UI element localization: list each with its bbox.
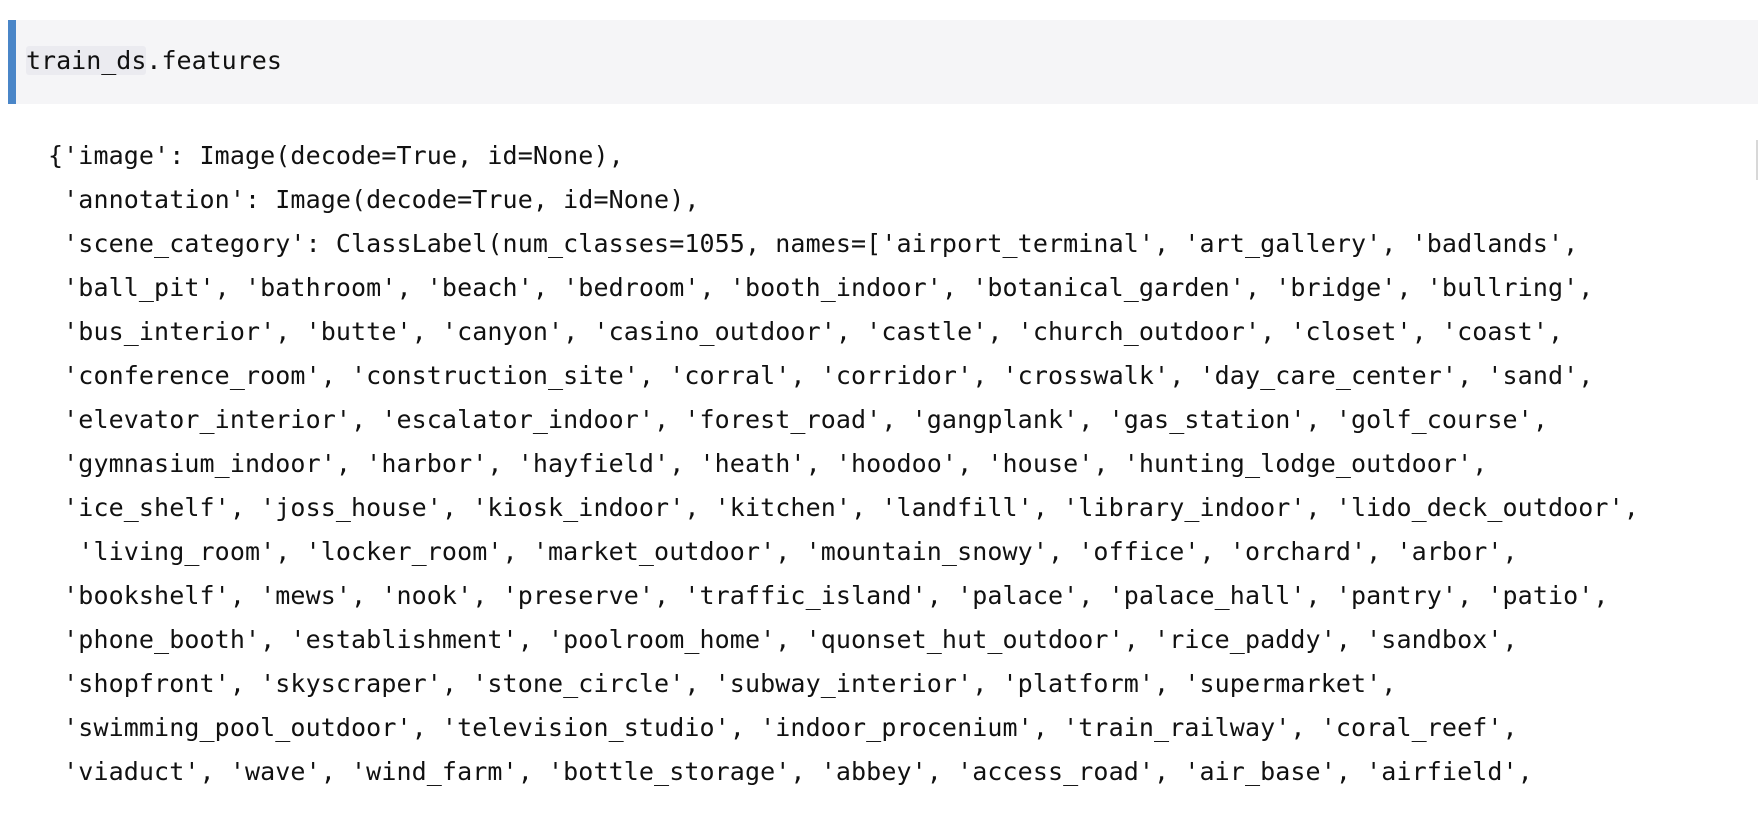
output-line: 'gymnasium_indoor', 'harbor', 'hayfield'… (48, 449, 1488, 478)
variable-highlight: train_ds (26, 46, 147, 75)
cell-output: {'image': Image(decode=True, id=None), '… (48, 134, 1738, 824)
output-line: {'image': Image(decode=True, id=None), (48, 141, 624, 170)
cell-selection-marker (8, 20, 16, 104)
output-scrollbar[interactable] (1756, 140, 1758, 180)
code-input-cell[interactable]: train_ds.features (8, 20, 1758, 104)
output-line: 'swimming_pool_outdoor', 'television_stu… (48, 713, 1518, 742)
output-line: 'ice_shelf', 'joss_house', 'kiosk_indoor… (48, 493, 1639, 522)
output-line: 'bus_interior', 'butte', 'canyon', 'casi… (48, 317, 1564, 346)
output-line: 'living_room', 'locker_room', 'market_ou… (48, 537, 1518, 566)
output-line: 'bookshelf', 'mews', 'nook', 'preserve',… (48, 581, 1609, 610)
output-line: 'phone_booth', 'establishment', 'poolroo… (48, 625, 1518, 654)
output-line: 'ball_pit', 'bathroom', 'beach', 'bedroo… (48, 273, 1594, 302)
output-line: 'annotation': Image(decode=True, id=None… (48, 185, 700, 214)
attribute-access: .features (146, 46, 282, 75)
output-line: 'viaduct', 'wave', 'wind_farm', 'bottle_… (48, 757, 1533, 786)
output-line: 'scene_category': ClassLabel(num_classes… (48, 229, 1579, 258)
output-line: 'conference_room', 'construction_site', … (48, 361, 1594, 390)
output-line: 'elevator_interior', 'escalator_indoor',… (48, 405, 1548, 434)
output-line: 'shopfront', 'skyscraper', 'stone_circle… (48, 669, 1397, 698)
code-line[interactable]: train_ds.features (26, 41, 282, 81)
